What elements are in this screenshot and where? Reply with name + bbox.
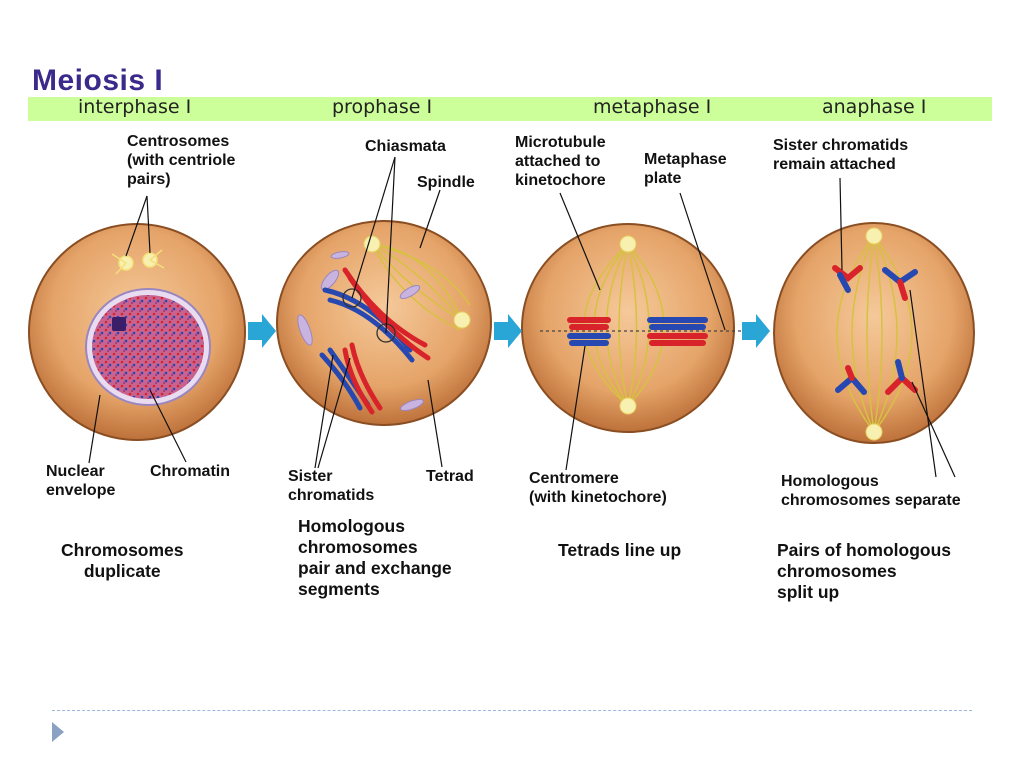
- label-tetrad: Tetrad: [426, 468, 474, 485]
- tetrad-chromosomes: [567, 317, 708, 346]
- caption-prophase: Homologous chromosomes pair and exchange…: [298, 516, 452, 599]
- caption-interphase: Chromosomes duplicate: [61, 540, 184, 581]
- caption-metaphase: Tetrads line up: [558, 540, 682, 560]
- nuclear-envelope-fragments: [297, 251, 424, 412]
- label-chiasmata: Chiasmata: [365, 138, 446, 155]
- chiasma-marker: [342, 288, 362, 308]
- separating-chromosomes: [832, 265, 918, 395]
- centrosome-icon: [865, 423, 883, 441]
- centrosome-icon: [865, 227, 883, 245]
- prophase-cell: [276, 220, 492, 426]
- top-bar: [0, 0, 1024, 34]
- spindle-fibers: [836, 235, 913, 433]
- nucleolus: [112, 317, 126, 331]
- caption-anaphase: Pairs of homologous chromosomes split up: [777, 540, 952, 602]
- page-title: Meiosis I: [32, 64, 164, 97]
- stage-anaphase: anaphase I: [822, 96, 927, 118]
- label-homologous-separate: Homologous chromosomes separate: [781, 473, 961, 509]
- centrosome-icon: [619, 235, 637, 253]
- label-spindle: Spindle: [417, 174, 475, 191]
- chromatin: [92, 295, 204, 399]
- centrosome-icon: [453, 311, 471, 329]
- anaphase-cell: [773, 222, 975, 444]
- centrosome-icon: [619, 397, 637, 415]
- label-metaphase-plate: Metaphase plate: [644, 151, 727, 187]
- metaphase-cell: [521, 223, 768, 433]
- bullet-triangle-icon: [52, 722, 64, 742]
- label-centrosomes: Centrosomes (with centriole pairs): [127, 133, 236, 188]
- centrosome-icon: [111, 249, 165, 275]
- label-centromere: Centromere (with kinetochore): [529, 470, 667, 506]
- arrow-icon: [248, 314, 770, 348]
- footer-divider: [52, 710, 972, 711]
- label-sister-remain: Sister chromatids remain attached: [773, 137, 909, 173]
- label-chromatin: Chromatin: [150, 463, 230, 480]
- stage-band: [28, 97, 992, 121]
- label-sister-chromatids: Sister chromatids: [288, 468, 375, 504]
- stage-metaphase: metaphase I: [593, 96, 712, 118]
- leader-lines: [88, 156, 956, 478]
- stage-prophase: prophase I: [332, 96, 433, 118]
- interphase-cell: [28, 223, 246, 441]
- stage-interphase: interphase I: [78, 96, 192, 118]
- centrosome-icon: [363, 235, 381, 253]
- label-microtubule: Microtubule attached to kinetochore: [515, 134, 606, 189]
- label-nuclear-envelope: Nuclear envelope: [46, 463, 116, 499]
